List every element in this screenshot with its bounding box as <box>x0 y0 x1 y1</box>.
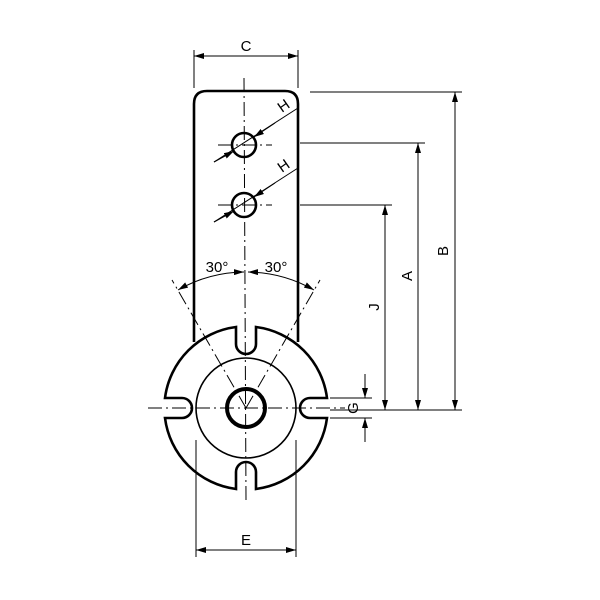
dimension-a-label: A <box>399 271 416 281</box>
angle-right-label: 30° <box>265 259 288 276</box>
dimension-g: G <box>330 374 372 442</box>
dimension-b: B <box>310 91 462 411</box>
arm-outline <box>192 89 300 342</box>
angle-left-label: 30° <box>206 259 229 276</box>
dimension-b-label: B <box>435 246 452 256</box>
dimension-j: J <box>300 204 392 410</box>
part-outline <box>163 89 329 491</box>
dimension-c: C <box>193 38 299 88</box>
angle-dimension: 30° 30° <box>177 259 315 291</box>
center-lines <box>148 77 345 501</box>
dimension-g-label: G <box>345 402 362 414</box>
dimension-j-label: J <box>366 303 383 311</box>
dimension-a: A <box>300 142 425 410</box>
dimension-e-label: E <box>241 532 251 549</box>
dimension-e: E <box>195 440 297 557</box>
hub-outer-outline <box>163 325 329 491</box>
dimension-c-label: C <box>241 38 252 55</box>
